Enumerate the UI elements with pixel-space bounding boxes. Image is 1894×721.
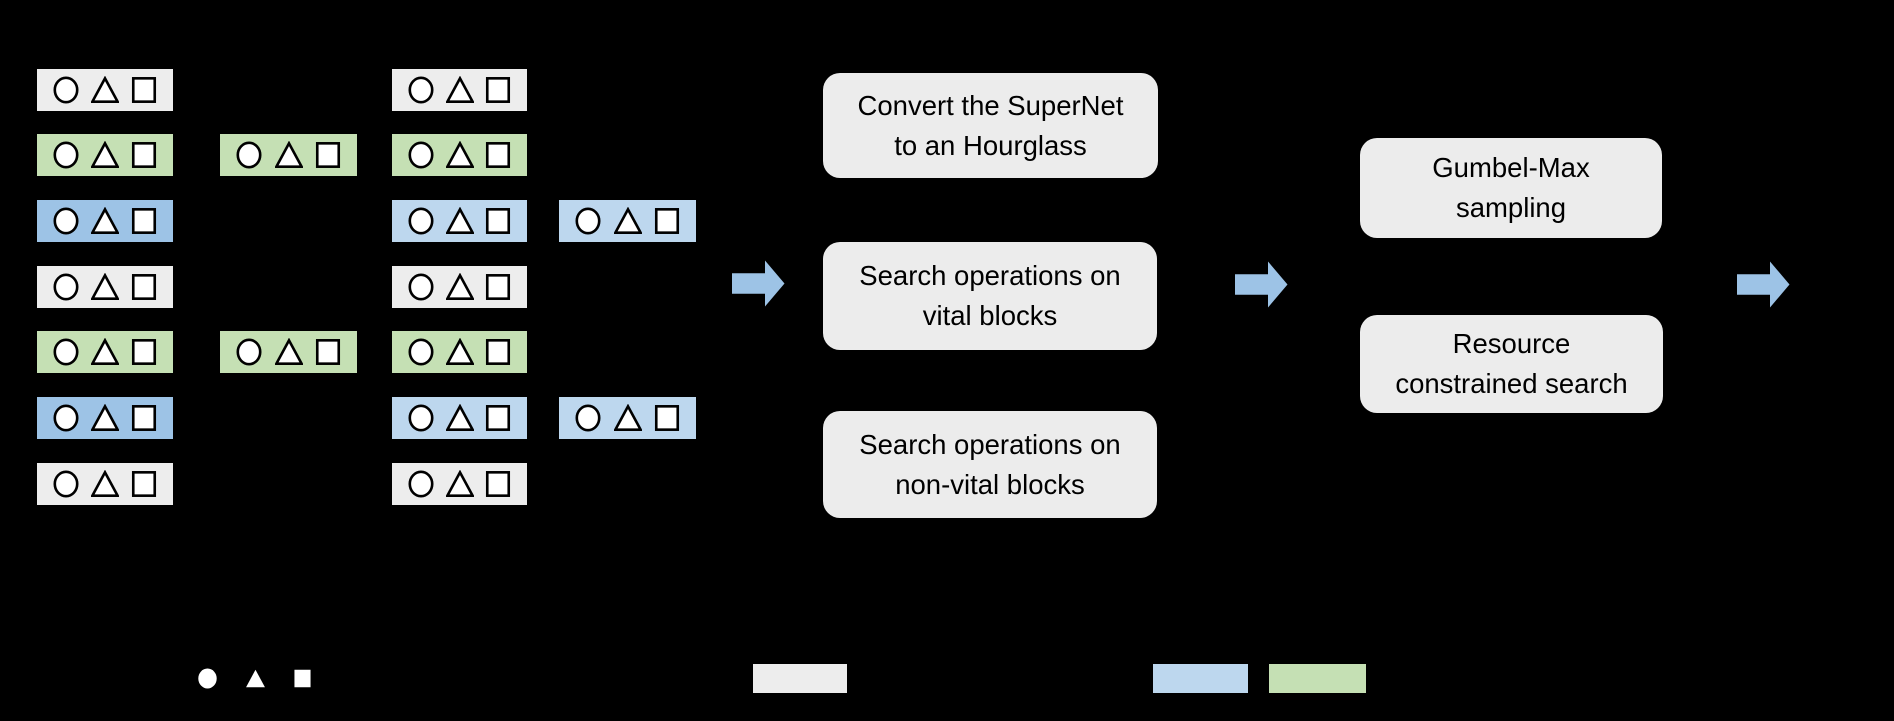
flow-arrow-3-icon bbox=[1737, 261, 1790, 308]
circle-icon bbox=[53, 338, 79, 366]
square-icon bbox=[131, 208, 157, 234]
hourglass-stage-column-block-row-1 bbox=[392, 69, 527, 111]
circle-icon bbox=[408, 207, 434, 235]
process-box-text-line: Convert the SuperNet bbox=[857, 89, 1124, 121]
process-box-text-line: Resource bbox=[1452, 328, 1571, 359]
square-icon bbox=[485, 208, 511, 234]
circle-icon bbox=[53, 207, 79, 235]
non-vital-branch-column-block-row-2 bbox=[220, 134, 357, 176]
process-box-resource-constrained-search: Resource constrained search bbox=[1360, 315, 1663, 413]
hourglass-stage-column-block-row-5 bbox=[392, 331, 527, 373]
triangle-icon bbox=[445, 470, 474, 497]
triangle-icon bbox=[274, 338, 303, 365]
triangle-icon bbox=[91, 470, 119, 497]
hourglass-stage-column-block-row-6 bbox=[392, 397, 527, 439]
triangle-icon bbox=[91, 207, 119, 234]
triangle-icon bbox=[445, 273, 474, 300]
process-box-text-line: sampling bbox=[1455, 192, 1567, 223]
circle-icon bbox=[408, 470, 434, 498]
square-icon bbox=[485, 471, 511, 497]
supernet-stage-column-block-row-2 bbox=[37, 134, 173, 176]
hourglass-stage-column-block-row-3 bbox=[392, 200, 527, 242]
supernet-stage-column-block-row-7 bbox=[37, 463, 173, 505]
square-icon bbox=[485, 142, 511, 168]
circle-icon bbox=[236, 141, 262, 169]
hourglass-stage-column-block-row-7 bbox=[392, 463, 527, 505]
circle-icon bbox=[408, 273, 434, 301]
square-icon bbox=[485, 339, 511, 365]
process-box-text-line: Search operations on bbox=[859, 428, 1121, 460]
process-box-text-line: vital blocks bbox=[922, 300, 1058, 331]
circle-icon bbox=[408, 76, 434, 104]
triangle-icon bbox=[613, 207, 642, 234]
supernet-stage-column-block-row-5 bbox=[37, 331, 173, 373]
process-box-text-line: Search operations on bbox=[859, 260, 1121, 291]
square-icon bbox=[131, 405, 157, 431]
flow-arrow-1-icon bbox=[732, 260, 785, 307]
triangle-icon bbox=[445, 338, 474, 365]
square-icon bbox=[294, 669, 311, 688]
supernet-stage-column-block-row-1 bbox=[37, 69, 173, 111]
non-vital-branch-column-block-row-5 bbox=[220, 331, 357, 373]
circle-icon bbox=[53, 404, 79, 432]
circle-icon bbox=[408, 404, 434, 432]
process-box-gumbel-max-sampling: Gumbel-Max sampling bbox=[1360, 138, 1662, 238]
circle-icon bbox=[408, 141, 434, 169]
square-icon bbox=[654, 405, 680, 431]
square-icon bbox=[654, 208, 680, 234]
circle-icon bbox=[53, 141, 79, 169]
supernet-stage-column-block-row-3 bbox=[37, 200, 173, 242]
square-icon bbox=[131, 274, 157, 300]
triangle-icon bbox=[246, 669, 265, 688]
hourglass-stage-column-block-row-4 bbox=[392, 266, 527, 308]
square-icon bbox=[485, 405, 511, 431]
legend-non-vital-swatch bbox=[1269, 664, 1366, 693]
square-icon bbox=[131, 142, 157, 168]
square-icon bbox=[131, 339, 157, 365]
triangle-icon bbox=[274, 141, 303, 168]
vital-branch-column-block-row-3 bbox=[559, 200, 696, 242]
triangle-icon bbox=[91, 404, 119, 431]
triangle-icon bbox=[91, 338, 119, 365]
process-box-text-line: non-vital blocks bbox=[895, 468, 1085, 500]
circle-icon bbox=[53, 470, 79, 498]
square-icon bbox=[315, 142, 341, 168]
legend-operation-shapes bbox=[196, 667, 313, 690]
process-box-search-vital: Search operations on vital blocks bbox=[823, 242, 1157, 350]
triangle-icon bbox=[445, 404, 474, 431]
process-box-search-non-vital: Search operations on non-vital blocks bbox=[823, 411, 1157, 518]
legend-vital-swatch bbox=[1153, 664, 1248, 693]
square-icon bbox=[485, 274, 511, 300]
process-box-text-line: constrained search bbox=[1395, 368, 1628, 399]
supernet-stage-column-block-row-4 bbox=[37, 266, 173, 308]
vital-branch-column-block-row-6 bbox=[559, 397, 696, 439]
circle-icon bbox=[575, 404, 601, 432]
hourglass-stage-column-block-row-2 bbox=[392, 134, 527, 176]
triangle-icon bbox=[445, 76, 474, 103]
square-icon bbox=[315, 339, 341, 365]
triangle-icon bbox=[445, 207, 474, 234]
supernet-stage-column-block-row-6 bbox=[37, 397, 173, 439]
triangle-icon bbox=[91, 141, 119, 168]
square-icon bbox=[131, 471, 157, 497]
circle-icon bbox=[53, 76, 79, 104]
circle-icon bbox=[575, 207, 601, 235]
circle-icon bbox=[408, 338, 434, 366]
circle-icon bbox=[236, 338, 262, 366]
process-box-convert-supernet: Convert the SuperNet to an Hourglass bbox=[823, 73, 1158, 178]
triangle-icon bbox=[445, 141, 474, 168]
circle-icon bbox=[198, 668, 217, 689]
legend-unsearched-swatch bbox=[753, 664, 847, 693]
process-box-text-line: Gumbel-Max bbox=[1432, 152, 1590, 183]
process-box-text-line: to an Hourglass bbox=[894, 129, 1087, 161]
square-icon bbox=[131, 77, 157, 103]
square-icon bbox=[485, 77, 511, 103]
flow-arrow-2-icon bbox=[1235, 261, 1288, 308]
triangle-icon bbox=[91, 273, 119, 300]
circle-icon bbox=[53, 273, 79, 301]
triangle-icon bbox=[91, 76, 119, 103]
triangle-icon bbox=[613, 404, 642, 431]
